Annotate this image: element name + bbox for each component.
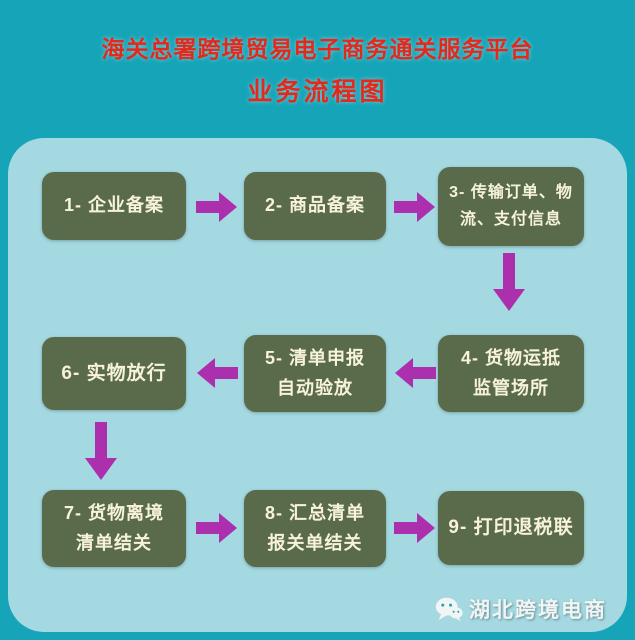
arrow-right-icon bbox=[394, 192, 435, 222]
flow-step-2-label: 2- 商品备案 bbox=[264, 195, 365, 216]
flow-step-7: 7- 货物离境 清单结关 bbox=[42, 490, 186, 567]
arrow-right-icon bbox=[196, 513, 237, 543]
arrow-right-icon bbox=[196, 192, 237, 222]
flow-step-6-label: 6- 实物放行 bbox=[61, 362, 167, 384]
flow-step-8: 8- 汇总清单 报关单结关 bbox=[244, 490, 386, 567]
flow-step-4-label: 4- 货物运抵 监管场所 bbox=[460, 347, 561, 398]
flow-step-9: 9- 打印退税联 bbox=[438, 491, 584, 565]
flow-step-5: 5- 清单申报 自动验放 bbox=[244, 335, 386, 412]
flow-step-9-label: 9- 打印退税联 bbox=[448, 517, 574, 539]
flow-step-1-label: 1- 企业备案 bbox=[63, 195, 164, 216]
flow-step-8-label: 8- 汇总清单 报关单结关 bbox=[264, 502, 365, 553]
flow-step-4: 4- 货物运抵 监管场所 bbox=[438, 335, 584, 412]
watermark-text: 湖北跨境电商 bbox=[469, 599, 607, 622]
flow-step-1: 1- 企业备案 bbox=[42, 172, 186, 240]
flow-step-5-label: 5- 清单申报 自动验放 bbox=[264, 347, 365, 398]
arrow-left-icon bbox=[395, 358, 436, 388]
flow-step-6: 6- 实物放行 bbox=[42, 337, 186, 410]
flow-step-2: 2- 商品备案 bbox=[244, 172, 386, 240]
arrow-left-icon bbox=[197, 358, 238, 388]
flow-step-7-label: 7- 货物离境 清单结关 bbox=[63, 502, 164, 553]
arrow-right-icon bbox=[394, 513, 435, 543]
arrow-down-icon bbox=[493, 253, 525, 311]
arrow-down-icon bbox=[85, 422, 117, 480]
page-subtitle: 业务流程图 bbox=[247, 78, 388, 106]
flow-step-3-label: 3- 传输订单、物 流、支付信息 bbox=[449, 184, 573, 228]
page-title: 海关总署跨境贸易电子商务通关服务平台 bbox=[101, 36, 534, 62]
wechat-icon bbox=[435, 597, 463, 622]
flow-step-3: 3- 传输订单、物 流、支付信息 bbox=[438, 167, 584, 246]
watermark: 湖北跨境电商 bbox=[435, 594, 607, 624]
